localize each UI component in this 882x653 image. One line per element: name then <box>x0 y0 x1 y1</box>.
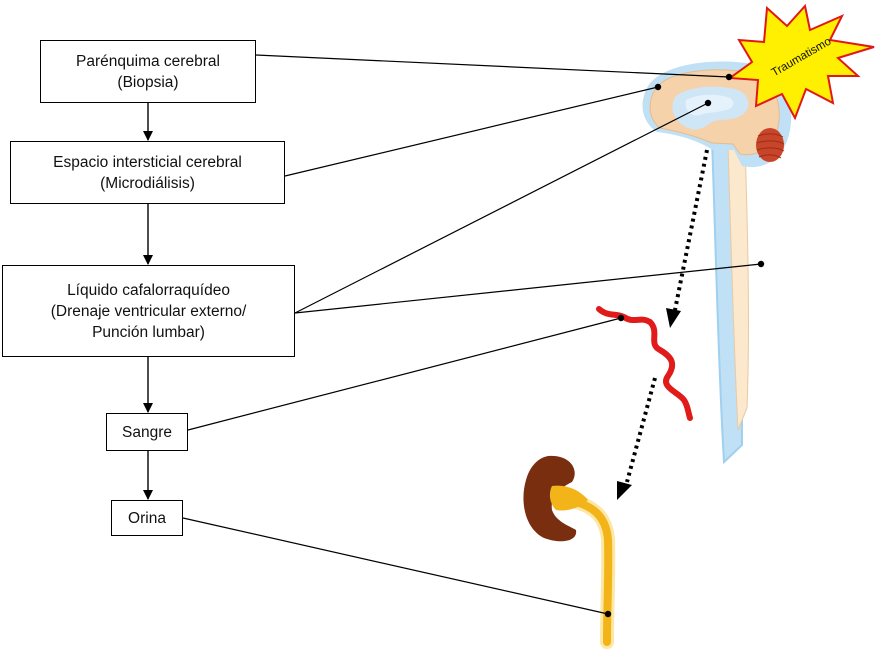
dot-ventricle <box>704 99 712 107</box>
connector-sangre <box>187 317 622 431</box>
cerebellum-folds <box>756 133 785 159</box>
box-espacio-title: Espacio intersticial cerebral <box>53 153 242 171</box>
kidney <box>523 455 577 542</box>
box-liquido-line3: Punción lumbar) <box>92 323 205 341</box>
brain-cerebellum <box>756 128 784 162</box>
connector-dots <box>604 73 765 618</box>
box-liquido-title: Líquido cafalorraquídeo <box>67 281 230 299</box>
connector-espacio <box>284 86 659 177</box>
connector-liquido-spine <box>294 263 762 314</box>
box-orina-title: Orina <box>128 509 166 527</box>
connector-parenquima <box>255 54 730 78</box>
dot-spinal-csf <box>757 260 765 268</box>
renal-pelvis <box>549 485 588 511</box>
connector-orina <box>182 517 609 615</box>
connector-lines <box>182 54 762 615</box>
kidney-illustration <box>523 455 616 649</box>
box-espacio-subtitle: (Microdiálisis) <box>100 174 195 192</box>
box-parenquima-title: Parénquima cerebral <box>76 52 220 70</box>
box-sangre: Sangre <box>106 413 188 451</box>
dotted-arrows <box>617 149 709 500</box>
box-orina: Orina <box>111 500 183 536</box>
dotted-arrow-head-1 <box>666 308 681 328</box>
dot-blood <box>617 314 625 322</box>
box-parenquima-cerebral: Parénquima cerebral (Biopsia) <box>40 40 256 103</box>
brain-illustration <box>642 61 792 168</box>
box-espacio-intersticial: Espacio intersticial cerebral (Microdiál… <box>10 141 285 204</box>
dotted-arrow-blood-to-kidney <box>625 377 657 483</box>
box-sangre-title: Sangre <box>122 423 172 441</box>
dotted-arrow-head-2 <box>617 481 632 500</box>
box-liquido-line2: (Drenaje ventricular externo/ <box>50 302 247 320</box>
dot-brain-parenchyma <box>725 73 733 81</box>
spinal-cord <box>727 144 749 431</box>
trauma-burst: Traumatismo <box>727 3 875 121</box>
blood-vessel <box>596 306 693 421</box>
spinal-cord-illustration <box>710 139 749 465</box>
dotted-arrow-brain-to-blood <box>673 149 709 311</box>
box-liquido-cefalorraquideo: Líquido cafalorraquídeo (Drenaje ventric… <box>2 265 295 357</box>
box-parenquima-subtitle: (Biopsia) <box>117 73 179 91</box>
connector-liquido-ventricle <box>294 102 709 314</box>
burst-star <box>727 3 875 121</box>
dot-brain-interstitial <box>654 83 662 91</box>
dot-urine <box>604 610 612 618</box>
